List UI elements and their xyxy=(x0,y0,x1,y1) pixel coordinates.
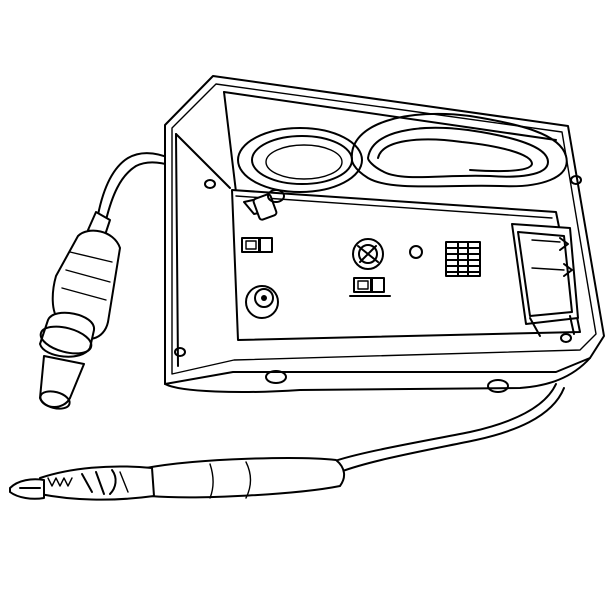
test-lamp-socket xyxy=(243,189,285,221)
display-bars xyxy=(445,241,481,277)
power-switch xyxy=(241,237,273,253)
selector-knob xyxy=(352,238,384,270)
probe-jack xyxy=(245,285,279,319)
mode-switch xyxy=(349,277,391,297)
harness-connector xyxy=(511,223,579,337)
control-panel xyxy=(231,189,581,341)
probe-cable xyxy=(331,383,565,473)
alligator-clip-probe xyxy=(9,457,346,501)
indicator-led xyxy=(409,245,423,259)
coiled-wires xyxy=(237,112,568,193)
cigarette-lighter-plug xyxy=(39,211,121,410)
